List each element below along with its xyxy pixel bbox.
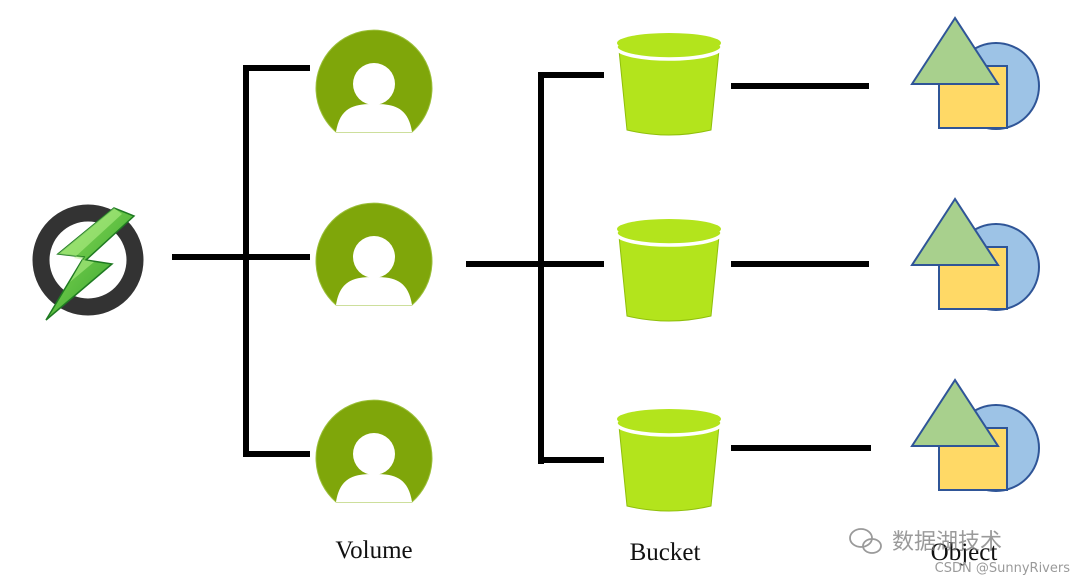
object-node xyxy=(911,379,1040,492)
volume-node xyxy=(315,202,433,306)
volume-label: Volume xyxy=(335,537,412,564)
object-node xyxy=(911,198,1040,311)
volume-node xyxy=(315,29,433,133)
volume-node xyxy=(315,399,433,503)
object-node xyxy=(911,17,1040,130)
bucket-label: Bucket xyxy=(630,539,701,566)
bucket-node xyxy=(614,217,724,323)
bucket-node xyxy=(614,407,724,513)
wechat-icon xyxy=(849,528,882,554)
bucket-node xyxy=(614,31,724,137)
watermark: 数据湖技术 CSDN @SunnyRivers xyxy=(849,528,1071,576)
watermark-credit: CSDN @SunnyRivers xyxy=(935,561,1071,576)
connectors xyxy=(172,65,871,464)
object-label: Object xyxy=(931,539,998,566)
ozone-lightning-logo-icon xyxy=(32,204,144,321)
watermark-account: 数据湖技术 xyxy=(892,530,1002,555)
